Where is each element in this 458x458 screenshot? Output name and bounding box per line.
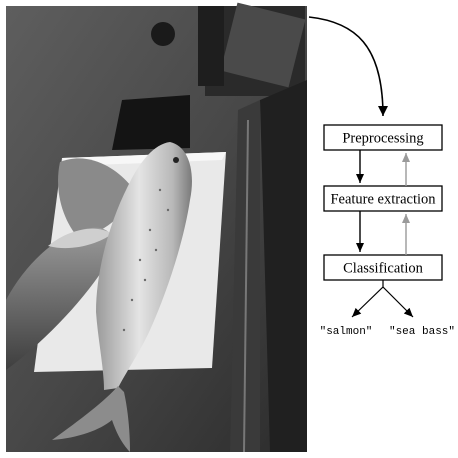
input-arrow (308, 16, 388, 117)
fish-photo (6, 2, 307, 453)
stage-preprocessing: Preprocessing (323, 124, 443, 151)
stage-feature-extraction: Feature extraction (323, 185, 443, 212)
stage-classification: Classification (323, 254, 443, 281)
decision-branch (351, 280, 414, 318)
svg-text:Classification: Classification (343, 261, 423, 277)
svg-text:Preprocessing: Preprocessing (342, 131, 423, 147)
output-sea-bass: "sea bass" (389, 326, 455, 338)
svg-text:Feature extraction: Feature extraction (330, 192, 436, 208)
output-salmon: "salmon" (320, 326, 373, 338)
